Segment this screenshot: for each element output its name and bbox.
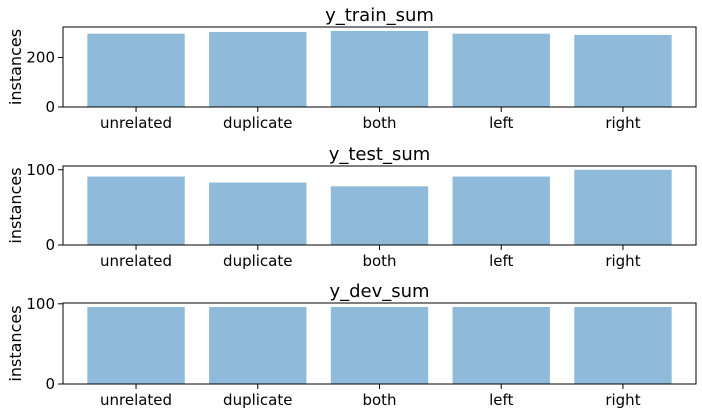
bar-both [330, 30, 429, 107]
x-tick-label: duplicate [223, 114, 292, 132]
bar-duplicate [209, 182, 307, 245]
x-tick-label: right [605, 391, 640, 409]
x-tick-label: unrelated [100, 114, 172, 132]
bar-both [330, 186, 429, 245]
bar-left [452, 33, 550, 107]
y-tick-label: 0 [45, 375, 55, 393]
x-tick-label: left [489, 114, 513, 132]
x-tick-label: both [362, 252, 396, 270]
subplot-3: unrelated duplicate both left right 0 100insta… [6, 281, 697, 409]
y-tick-label: 0 [45, 236, 55, 254]
x-tick-label: both [362, 391, 396, 409]
x-tick-label: unrelated [100, 252, 172, 270]
subplot-1: unrelated duplicate both left right 0 200insta… [6, 5, 697, 132]
bar-unrelated [87, 307, 185, 384]
y-axis-label: instances [6, 167, 25, 243]
bar-unrelated [87, 33, 185, 107]
x-tick-label: left [489, 391, 513, 409]
x-tick-label: duplicate [223, 391, 292, 409]
bar-both [330, 307, 429, 384]
bar-unrelated [87, 176, 185, 245]
chart-title: y_dev_sum [329, 281, 429, 302]
y-axis-label: instances [6, 305, 25, 381]
bar-duplicate [209, 31, 307, 108]
bar-right [574, 307, 672, 384]
bar-right [574, 169, 672, 245]
bar-left [452, 176, 550, 245]
subplot-2: unrelated duplicate both left right 0 100insta… [6, 144, 697, 270]
y-axis-label: instances [6, 29, 25, 105]
x-tick-label: both [362, 114, 396, 132]
y-tick-label: 0 [45, 98, 55, 116]
x-tick-label: left [489, 252, 513, 270]
y-tick-label: 100 [26, 161, 55, 179]
y-tick-label: 100 [26, 295, 55, 313]
bar-left [452, 307, 550, 384]
chart-title: y_train_sum [325, 5, 434, 26]
x-tick-label: duplicate [223, 252, 292, 270]
bar-duplicate [209, 307, 307, 384]
y-tick-label: 200 [26, 48, 55, 66]
x-tick-label: unrelated [100, 391, 172, 409]
bar-right [574, 34, 672, 107]
chart-title: y_test_sum [329, 144, 431, 165]
x-tick-label: right [605, 114, 640, 132]
x-tick-label: right [605, 252, 640, 270]
